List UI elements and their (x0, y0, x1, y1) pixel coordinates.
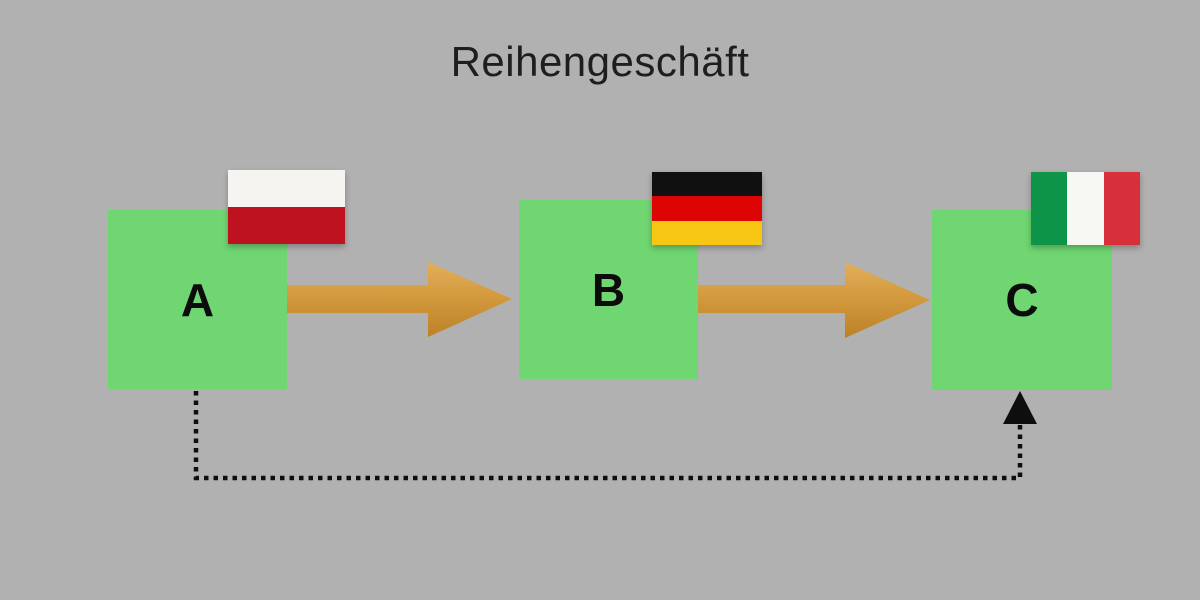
poland-flag-icon (228, 170, 345, 244)
germany-flag-red-stripe (652, 196, 762, 221)
germany-flag-black-stripe (652, 172, 762, 197)
poland-flag-white-stripe (228, 170, 345, 207)
italy-flag-white-stripe (1067, 172, 1104, 245)
node-b-label: B (591, 263, 626, 316)
italy-flag-icon (1031, 172, 1140, 245)
arrow-b-to-c-icon (698, 262, 930, 338)
italy-flag-red-stripe (1103, 172, 1140, 245)
node-a-label: A (180, 273, 215, 326)
dotted-arrow-a-to-c-icon (193, 391, 1023, 481)
germany-flag-gold-stripe (652, 220, 762, 245)
italy-flag-green-stripe (1031, 172, 1068, 245)
node-c-box: C (932, 210, 1112, 390)
page-title: Reihengeschäft (450, 38, 750, 85)
germany-flag-icon (652, 172, 762, 245)
dotted-arrowhead-icon (1003, 391, 1037, 424)
node-c-label: C (1005, 274, 1039, 326)
poland-flag-red-stripe (228, 207, 345, 244)
arrow-a-to-b-icon (287, 262, 512, 337)
